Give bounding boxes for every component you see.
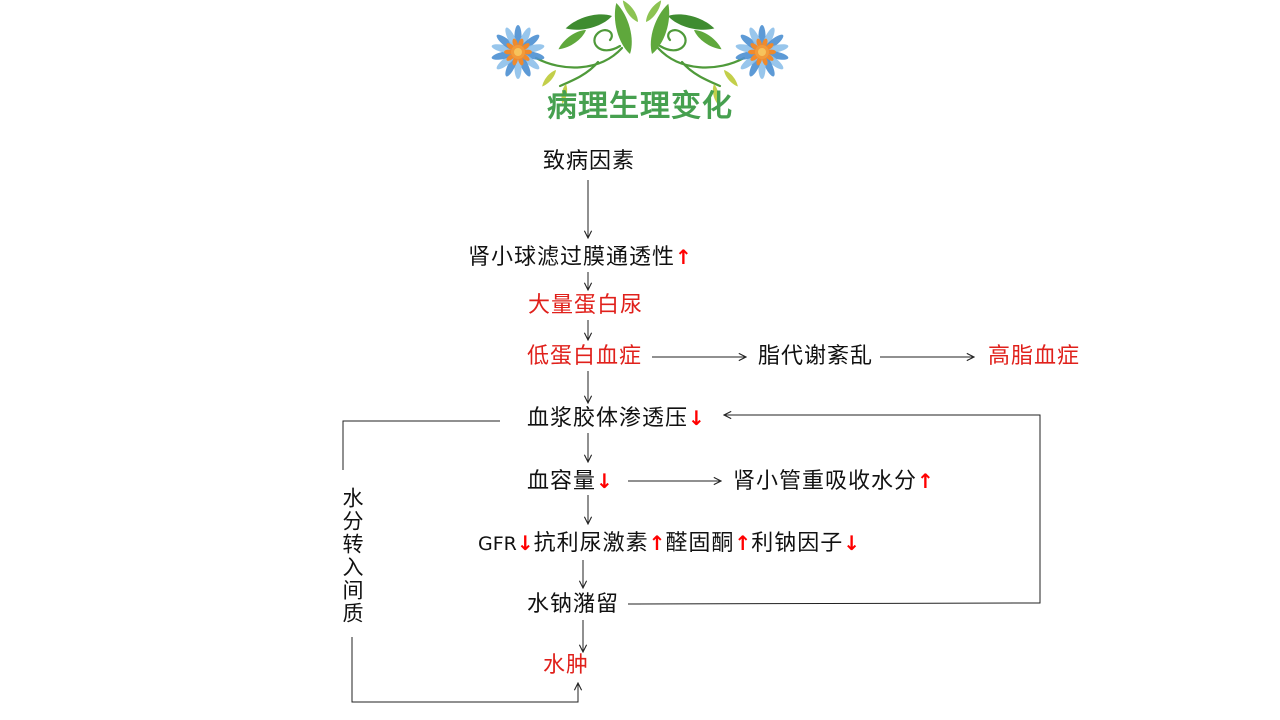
flower-left [491,25,545,79]
node-blood-volume: 血容量↓ [527,468,613,495]
decrease-arrow-icon: ↓ [596,469,613,493]
increase-arrow-icon: ↑ [734,531,752,555]
slide-title: 病理生理变化 [547,89,733,124]
node-edema: 水肿 [543,653,590,678]
node-tubular-reabsorption: 肾小管重吸收水分↑ [733,468,934,495]
node-label: 肾小管重吸收水分 [733,469,918,494]
flower-center [758,48,766,56]
increase-arrow-icon: ↑ [648,531,666,555]
loop-interstitium-to-edema [351,637,578,703]
feedback-retention-to-oncotic-pressure [627,415,1041,605]
hormone-label: 利钠因子 [751,531,844,556]
decrease-arrow-icon: ↓ [688,406,705,430]
flower-center [514,48,522,56]
node-hypoalbuminemia: 低蛋白血症 [527,344,643,369]
stem [534,46,624,69]
node-pathogenic-factors: 致病因素 [543,149,636,174]
node-proteinuria: 大量蛋白尿 [528,293,644,318]
node-water-sodium-retention: 水钠潴留 [527,592,620,617]
increase-arrow-icon: ↑ [917,469,934,493]
node-label: 肾小球滤过膜通透性 [468,245,676,270]
hormone-label: 抗利尿激素 [533,531,649,556]
label-water-to-interstitium: 水分转入间质 [340,487,364,625]
node-label: 血浆胶体渗透压 [527,406,689,431]
node-hormonal-changes: GFR↓抗利尿激素↑醛固酮↑利钠因子↓ [478,530,860,557]
node-lipid-disorder: 脂代谢紊乱 [758,344,874,369]
node-oncotic-pressure: 血浆胶体渗透压↓ [527,405,705,432]
flower-right [735,25,789,79]
loop-oncotic-pressure-to-interstitium [342,420,500,470]
hormone-label: GFR [478,533,517,555]
hormone-label: 醛固酮 [665,531,735,556]
node-label: 血容量 [527,469,597,494]
decrease-arrow-icon: ↓ [843,531,860,555]
swirl [658,29,687,52]
node-glomerular-permeability: 肾小球滤过膜通透性↑ [468,244,692,271]
swirl [593,29,622,52]
decrease-arrow-icon: ↓ [516,531,534,555]
node-hyperlipidemia: 高脂血症 [988,344,1081,369]
stem [656,46,746,69]
increase-arrow-icon: ↑ [675,245,692,269]
stem [680,60,722,88]
stem [558,60,600,88]
